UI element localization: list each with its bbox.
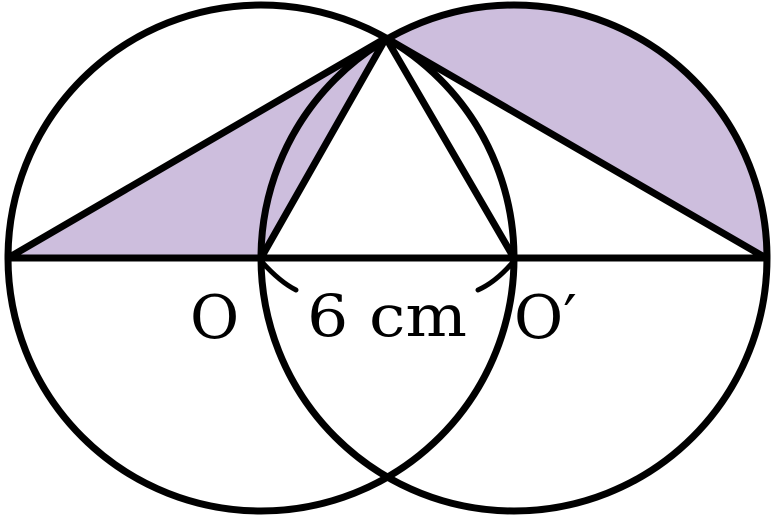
distance-tick-right xyxy=(475,259,516,293)
shaded-region-right-segment xyxy=(386,3,767,259)
center-label-o: O xyxy=(190,283,239,353)
center-label-o-prime: O′ xyxy=(514,283,577,353)
radius-o-prime-to-top xyxy=(382,34,518,262)
distance-tick-left xyxy=(259,259,299,293)
chord-left xyxy=(4,34,390,262)
distance-label: 6 cm xyxy=(307,282,467,350)
chord-right xyxy=(382,34,770,262)
line-segments xyxy=(4,34,770,262)
distance-marker xyxy=(259,259,516,293)
radius-o-to-top xyxy=(257,34,390,262)
